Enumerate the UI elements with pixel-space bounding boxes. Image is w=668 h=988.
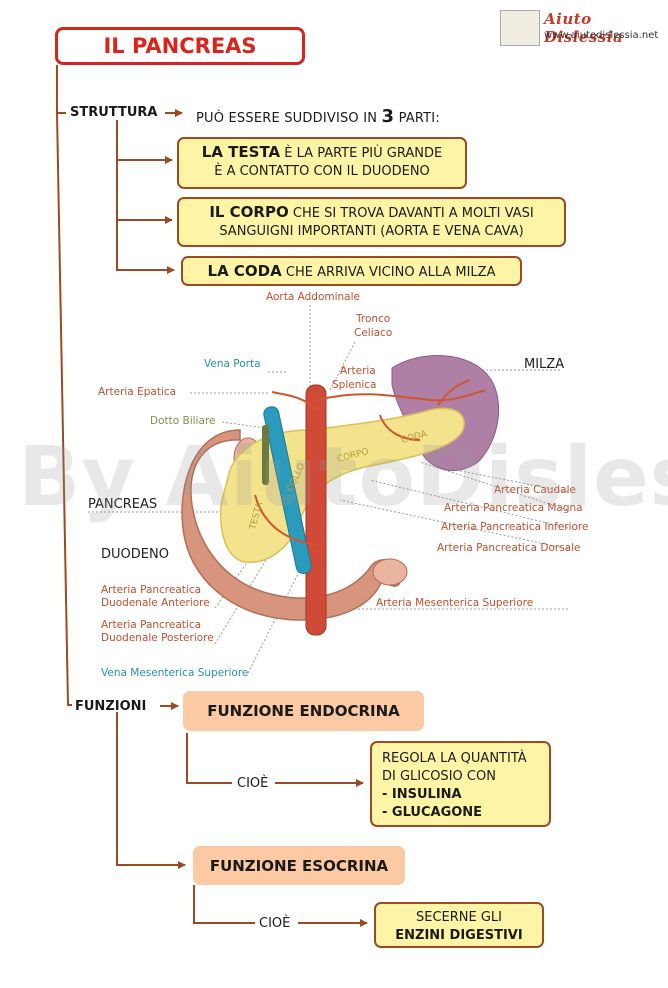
label-vena-porta: Vena Porta xyxy=(204,358,261,370)
logo-name: Aiuto Dislessia xyxy=(544,10,624,46)
label-milza: MILZA xyxy=(524,357,565,372)
label-mesenterica-superiore: Arteria Mesenterica Superiore xyxy=(376,597,534,609)
label-duod-ant-1: Arteria Pancreatica xyxy=(101,584,202,596)
label-aorta: Aorta Addominale xyxy=(266,291,360,303)
part-corpo-line1: CHE SI TROVA DAVANTI A MOLTI VASI xyxy=(292,206,534,221)
label-arteria-caudale: Arteria Caudale xyxy=(494,484,576,496)
part-coda-box: LA CODA CHE ARRIVA VICINO ALLA MILZA xyxy=(181,256,522,286)
label-duod-post-1: Arteria Pancreatica xyxy=(101,619,202,631)
part-testa-box: LA TESTA È LA PARTE PIÙ GRANDE È A CONTA… xyxy=(177,137,467,189)
label-tronco-2: Celiaco xyxy=(354,327,393,339)
esocrina-detail-box: SECERNE GLI ENZINI DIGESTIVI xyxy=(374,902,544,948)
struttura-intro: PUÒ ESSERE SUDDIVISO IN 3 PARTI: xyxy=(196,106,440,127)
label-pancreas: PANCREAS xyxy=(88,497,158,512)
endocrina-item-glucagone: - GLUCAGONE xyxy=(382,805,483,820)
funzioni-label: FUNZIONI xyxy=(75,699,147,714)
esocrina-detail-line1: SECERNE GLI xyxy=(415,910,502,925)
intro-number: 3 xyxy=(381,106,395,127)
label-dotto-biliare: Dotto Biliare xyxy=(150,415,216,427)
endocrina-cioe: CIOÈ xyxy=(237,776,269,791)
part-testa-title: LA TESTA xyxy=(201,143,281,161)
funzione-endocrina-box: FUNZIONE ENDOCRINA xyxy=(183,691,424,731)
label-vena-mesenterica: Vena Mesenterica Superiore xyxy=(101,667,249,679)
label-duod-post-2: Duodenale Posteriore xyxy=(101,632,214,644)
struttura-label: STRUTTURA xyxy=(70,105,158,120)
label-splenica-2: Splenica xyxy=(332,379,377,391)
esocrina-detail-line2: ENZINI DIGESTIVI xyxy=(395,928,523,943)
endocrina-detail-box: REGOLA LA QUANTITÀ DI GLICOSIO CON - INS… xyxy=(370,741,551,827)
part-corpo-box: IL CORPO CHE SI TROVA DAVANTI A MOLTI VA… xyxy=(177,197,566,247)
part-testa-line2: È A CONTATTO CON IL DUODENO xyxy=(214,164,430,179)
label-arteria-inferiore: Arteria Pancreatica Inferiore xyxy=(441,521,589,533)
endocrina-detail-line1: REGOLA LA QUANTITÀ xyxy=(382,751,527,766)
part-coda-title: LA CODA xyxy=(207,262,282,280)
label-arteria-dorsale: Arteria Pancreatica Dorsale xyxy=(437,542,581,554)
intro-before: PUÒ ESSERE SUDDIVISO IN xyxy=(196,111,378,126)
label-duod-ant-2: Duodenale Anteriore xyxy=(101,597,210,609)
part-coda-line1: CHE ARRIVA VICINO ALLA MILZA xyxy=(285,265,496,280)
label-duodeno: DUODENO xyxy=(101,547,169,562)
logo-url: www.aiutodislessia.net xyxy=(544,30,659,41)
endocrina-item-insulina: - INSULINA xyxy=(382,787,462,802)
label-arteria-epatica: Arteria Epatica xyxy=(98,386,177,398)
funzione-esocrina-box: FUNZIONE ESOCRINA xyxy=(193,846,405,885)
endocrina-detail-line2: DI GLICOSIO CON xyxy=(382,769,496,784)
label-tronco-1: Tronco xyxy=(356,313,391,325)
intro-after: PARTI: xyxy=(398,111,440,126)
part-corpo-title: IL CORPO xyxy=(209,203,289,221)
part-corpo-line2: SANGUIGNI IMPORTANTI (AORTA E VENA CAVA) xyxy=(219,224,524,239)
logo-icon xyxy=(500,10,540,46)
part-testa-line1: È LA PARTE PIÙ GRANDE xyxy=(284,146,443,161)
page-title: IL PANCREAS xyxy=(55,27,305,65)
esocrina-cioe: CIOÈ xyxy=(259,916,291,931)
label-arteria-magna: Arteria Pancreatica Magna xyxy=(444,502,583,514)
label-splenica-1: Arteria xyxy=(340,365,376,377)
